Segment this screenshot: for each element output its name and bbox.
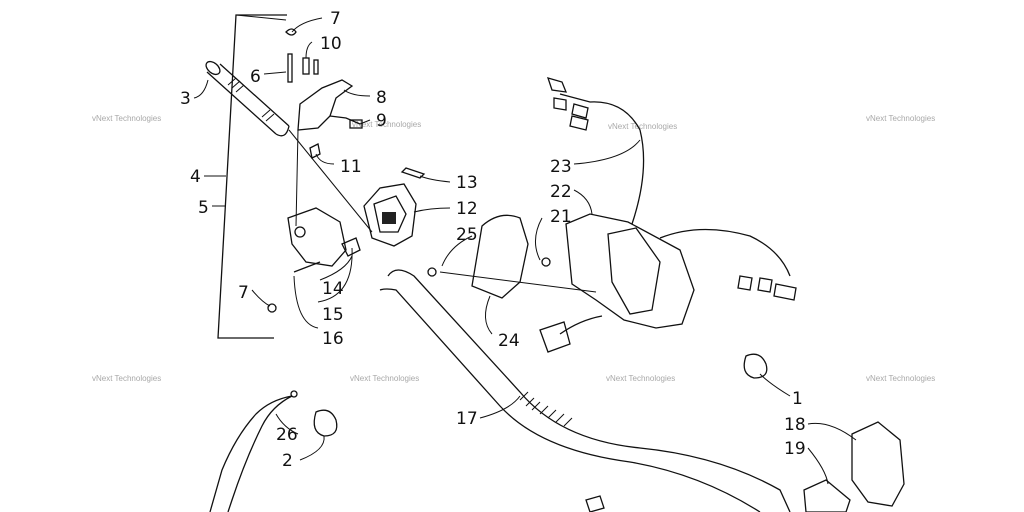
throttle-housing <box>267 207 361 313</box>
part-label-9: 9 <box>376 111 387 131</box>
part-label-8: 8 <box>376 88 387 108</box>
part-label-26: 26 <box>276 425 298 445</box>
wire-harness <box>546 77 797 301</box>
part-label-11: 11 <box>340 157 362 177</box>
part-label-22: 22 <box>550 182 572 202</box>
part-label-17: 17 <box>456 409 478 429</box>
throttle-cable <box>209 390 338 512</box>
part-label-14: 14 <box>322 279 344 299</box>
control-cover <box>427 213 695 353</box>
part-label-1: 1 <box>792 389 803 409</box>
part-label-5: 5 <box>198 198 209 218</box>
watermarks: vNext Technologies vNext Technologies vN… <box>92 114 935 383</box>
part-label-4: 4 <box>190 167 201 187</box>
handlebar <box>379 269 791 512</box>
grip-tube <box>205 60 373 233</box>
part-label-19: 19 <box>784 439 806 459</box>
part-label-3: 3 <box>180 89 191 109</box>
part-label-2: 2 <box>282 451 293 471</box>
part-labels: 7 10 6 3 8 9 11 4 13 5 12 25 14 7 15 16 … <box>180 9 806 471</box>
watermark-4: vNext Technologies <box>866 114 935 123</box>
throttle-lever <box>285 28 363 227</box>
part-label-25: 25 <box>456 225 478 245</box>
switch-housing <box>363 167 426 247</box>
watermark-5: vNext Technologies <box>92 374 161 383</box>
part-label-15: 15 <box>322 305 344 325</box>
part-label-7-top: 7 <box>330 9 341 29</box>
part-label-6: 6 <box>250 67 261 87</box>
watermark-7: vNext Technologies <box>606 374 675 383</box>
assembly-bracket <box>217 14 287 339</box>
watermark-3: vNext Technologies <box>608 122 677 131</box>
watermark-1: vNext Technologies <box>92 114 161 123</box>
part-label-23: 23 <box>550 157 572 177</box>
part-label-24: 24 <box>498 331 520 351</box>
part-label-21: 21 <box>550 207 572 227</box>
part-label-13: 13 <box>456 173 478 193</box>
watermark-8: vNext Technologies <box>866 374 935 383</box>
part-label-16: 16 <box>322 329 344 349</box>
watermark-6: vNext Technologies <box>350 374 419 383</box>
part-label-18: 18 <box>784 415 806 435</box>
part-label-10: 10 <box>320 34 342 54</box>
watermark-2: vNext Technologies <box>352 120 421 129</box>
leader-lines <box>193 17 857 485</box>
part-label-7-bottom: 7 <box>238 283 249 303</box>
right-switch <box>585 353 905 512</box>
part-label-12: 12 <box>456 199 478 219</box>
